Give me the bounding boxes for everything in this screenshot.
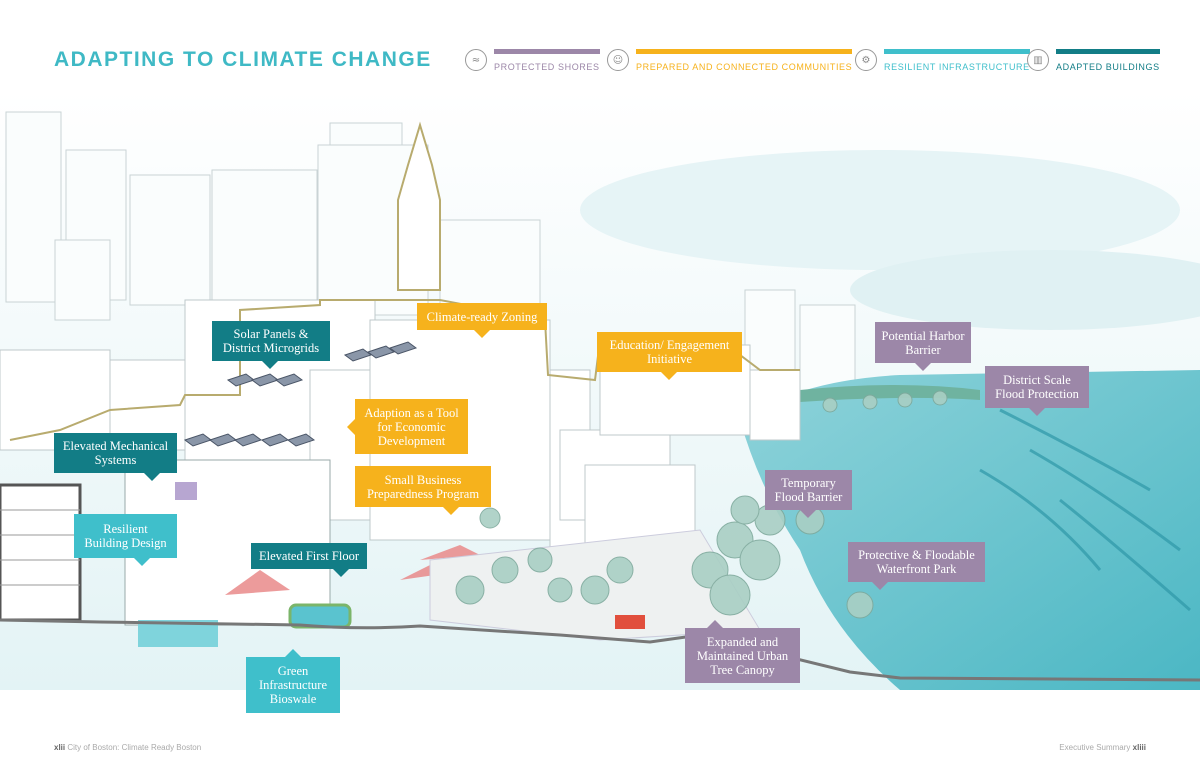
callout-waterfront-park: Protective & Floodable Waterfront Park xyxy=(848,542,985,590)
shore-icon: ≈ xyxy=(465,49,487,71)
callout-harbor-barrier: Potential Harbor Barrier xyxy=(875,322,971,371)
community-icon: ☺ xyxy=(607,49,629,71)
callout-tree-canopy: Expanded and Maintained Urban Tree Canop… xyxy=(685,620,800,683)
infrastructure-icon: ⚙ xyxy=(855,49,877,71)
building-icon: ▥ xyxy=(1027,49,1049,71)
solar-panels xyxy=(183,341,418,447)
callout-text: Temporary Flood Barrier xyxy=(774,476,843,504)
callout-text: Elevated Mechanical Systems xyxy=(62,439,169,467)
food-truck xyxy=(615,615,645,629)
cloud xyxy=(850,250,1200,330)
callout-resilient-design: Resilient Building Design xyxy=(74,514,177,566)
callout-text: Small Business Preparedness Program xyxy=(366,472,480,501)
callout-temporary-barrier: Temporary Flood Barrier xyxy=(765,470,852,518)
callout-mechanical-systems: Elevated Mechanical Systems xyxy=(54,433,177,481)
callout-text: Green Infrastructure Bioswale xyxy=(258,664,328,706)
callout-text: Solar Panels & District Microgrids xyxy=(222,327,320,355)
callout-text: Expanded and Maintained Urban Tree Canop… xyxy=(696,634,789,677)
footer-right-text: Executive Summary xyxy=(1059,743,1131,752)
city-waterfront-illustration xyxy=(0,90,1200,690)
legend-prepared-communities: ☺ PREPARED AND CONNECTED COMMUNITIES xyxy=(607,46,853,74)
callout-text: Potential Harbor Barrier xyxy=(881,328,965,357)
water-ripples xyxy=(979,408,1191,612)
callout-text: Protective & Floodable Waterfront Park xyxy=(858,548,975,576)
callout-district-flood-protection: District Scale Flood Protection xyxy=(985,366,1089,416)
cloud xyxy=(580,150,1180,270)
callout-climate-zoning: Climate-ready Zoning xyxy=(417,303,547,338)
callout-bioswale: Green Infrastructure Bioswale xyxy=(246,649,340,713)
legend-protected-shores: ≈ PROTECTED SHORES xyxy=(465,46,600,74)
cutaway-building-left xyxy=(0,483,82,622)
callout-text: Elevated First Floor xyxy=(259,549,359,563)
legend-label: PROTECTED SHORES xyxy=(494,48,600,72)
callout-text: Adaption as a Tool for Economic Developm… xyxy=(364,405,459,448)
callout-elevated-first-floor: Elevated First Floor xyxy=(251,543,367,577)
legend-label: PREPARED AND CONNECTED COMMUNITIES xyxy=(636,48,853,72)
callout-text: Resilient Building Design xyxy=(84,522,167,550)
legend-resilient-infrastructure: ⚙ RESILIENT INFRASTRUCTURE xyxy=(855,46,1030,74)
callout-economic-development: Adaption as a Tool for Economic Developm… xyxy=(347,399,468,454)
mechanical-units xyxy=(175,482,197,500)
footer-left: xlii City of Boston: Climate Ready Bosto… xyxy=(54,743,201,752)
legend-label: ADAPTED BUILDINGS xyxy=(1056,48,1160,72)
callout-solar-panels: Solar Panels & District Microgrids xyxy=(212,321,330,369)
legend-adapted-buildings: ▥ ADAPTED BUILDINGS xyxy=(1027,46,1160,74)
callout-education: Education/ Engagement Initiative xyxy=(597,332,742,380)
callout-small-business: Small Business Preparedness Program xyxy=(355,466,491,515)
page-number-left: xlii xyxy=(54,743,66,752)
footer-right: Executive Summary xliii xyxy=(1059,743,1146,752)
trees xyxy=(455,390,948,619)
callout-text: District Scale Flood Protection xyxy=(995,373,1079,401)
page-number-right: xliii xyxy=(1132,743,1146,752)
custom-house-tower xyxy=(397,121,441,291)
legend-label: RESILIENT INFRASTRUCTURE xyxy=(884,48,1030,72)
footer-left-text: City of Boston: Climate Ready Boston xyxy=(67,743,202,752)
page-title: ADAPTING TO CLIMATE CHANGE xyxy=(54,48,432,71)
callout-text: Education/ Engagement Initiative xyxy=(609,338,730,366)
floor-lines xyxy=(0,509,80,586)
callout-text: Climate-ready Zoning xyxy=(426,309,538,324)
